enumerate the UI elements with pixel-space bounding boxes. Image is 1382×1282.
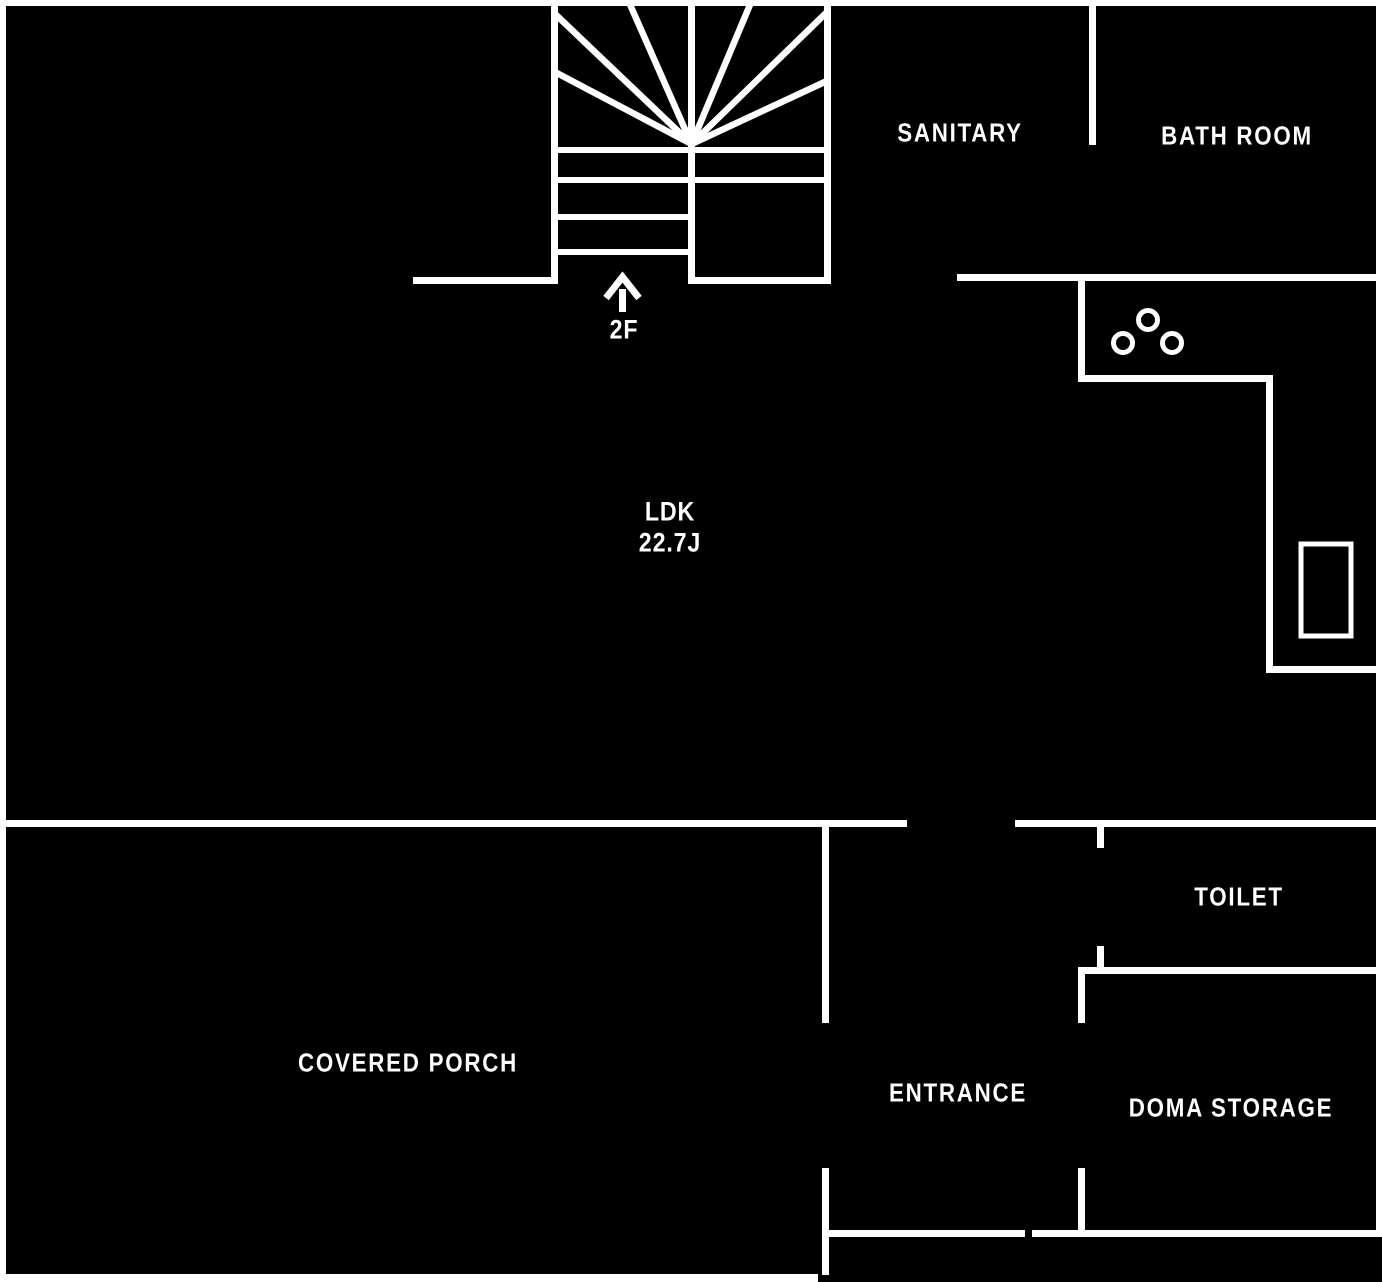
doma-south-wall — [1032, 1230, 1382, 1237]
sanitary-bath-divider-wall — [1089, 0, 1096, 145]
room-label-covered-porch: COVERED PORCH — [298, 1047, 518, 1078]
entrance-west-wall-upper — [822, 827, 829, 1023]
stair-landing-wall — [688, 277, 831, 284]
wall-left — [0, 0, 6, 1282]
stove-burner-icon — [1111, 308, 1184, 355]
stair-winder-fan-icon — [550, 0, 831, 147]
wall-right — [1376, 0, 1382, 1237]
stair-tread — [558, 214, 688, 220]
kitchen-counter-inner-edge — [1266, 375, 1273, 668]
room-label-entrance: ENTRANCE — [889, 1077, 1027, 1108]
hall-south-wall — [1015, 820, 1382, 827]
porch-south-edge — [0, 1274, 818, 1282]
stair-tread — [558, 249, 688, 255]
sanitary-south-wall — [957, 274, 1382, 281]
ldk-south-wall — [0, 820, 907, 827]
doma-west-wall-lower — [1078, 1168, 1085, 1234]
toilet-door-jamb-bottom — [1097, 946, 1104, 967]
room-label-doma-storage: DOMA STORAGE — [1128, 1092, 1334, 1123]
stair-approach-wall — [413, 277, 558, 284]
toilet-door-jamb-top — [1097, 827, 1104, 848]
kitchen-sink-icon — [1298, 541, 1354, 639]
up-arrow-icon — [603, 271, 642, 312]
stair-wall-right — [824, 0, 831, 284]
room-label-bath-room: BATH ROOM — [1161, 120, 1313, 151]
stair-tread — [695, 177, 824, 183]
room-label-ldk: LDK — [644, 496, 696, 527]
kitchen-counter-bottom-edge — [1078, 375, 1273, 382]
room-label-sanitary: SANITARY — [897, 117, 1023, 148]
stair-direction-label: 2F — [609, 314, 639, 345]
entrance-south-wall — [822, 1230, 1025, 1237]
stair-tread — [695, 147, 824, 153]
toilet-south-wall — [1078, 967, 1382, 974]
doma-west-wall-upper — [1078, 967, 1085, 1023]
room-label-toilet: TOILET — [1194, 881, 1284, 912]
room-size-ldk: 22.7J — [638, 527, 702, 558]
kitchen-counter-left-edge — [1078, 281, 1085, 382]
stair-wall-left — [551, 0, 558, 284]
stair-tread — [558, 177, 688, 183]
kitchen-counter-end-edge — [1266, 666, 1382, 673]
entrance-west-wall-lower — [822, 1168, 829, 1275]
stair-tread — [558, 147, 688, 153]
